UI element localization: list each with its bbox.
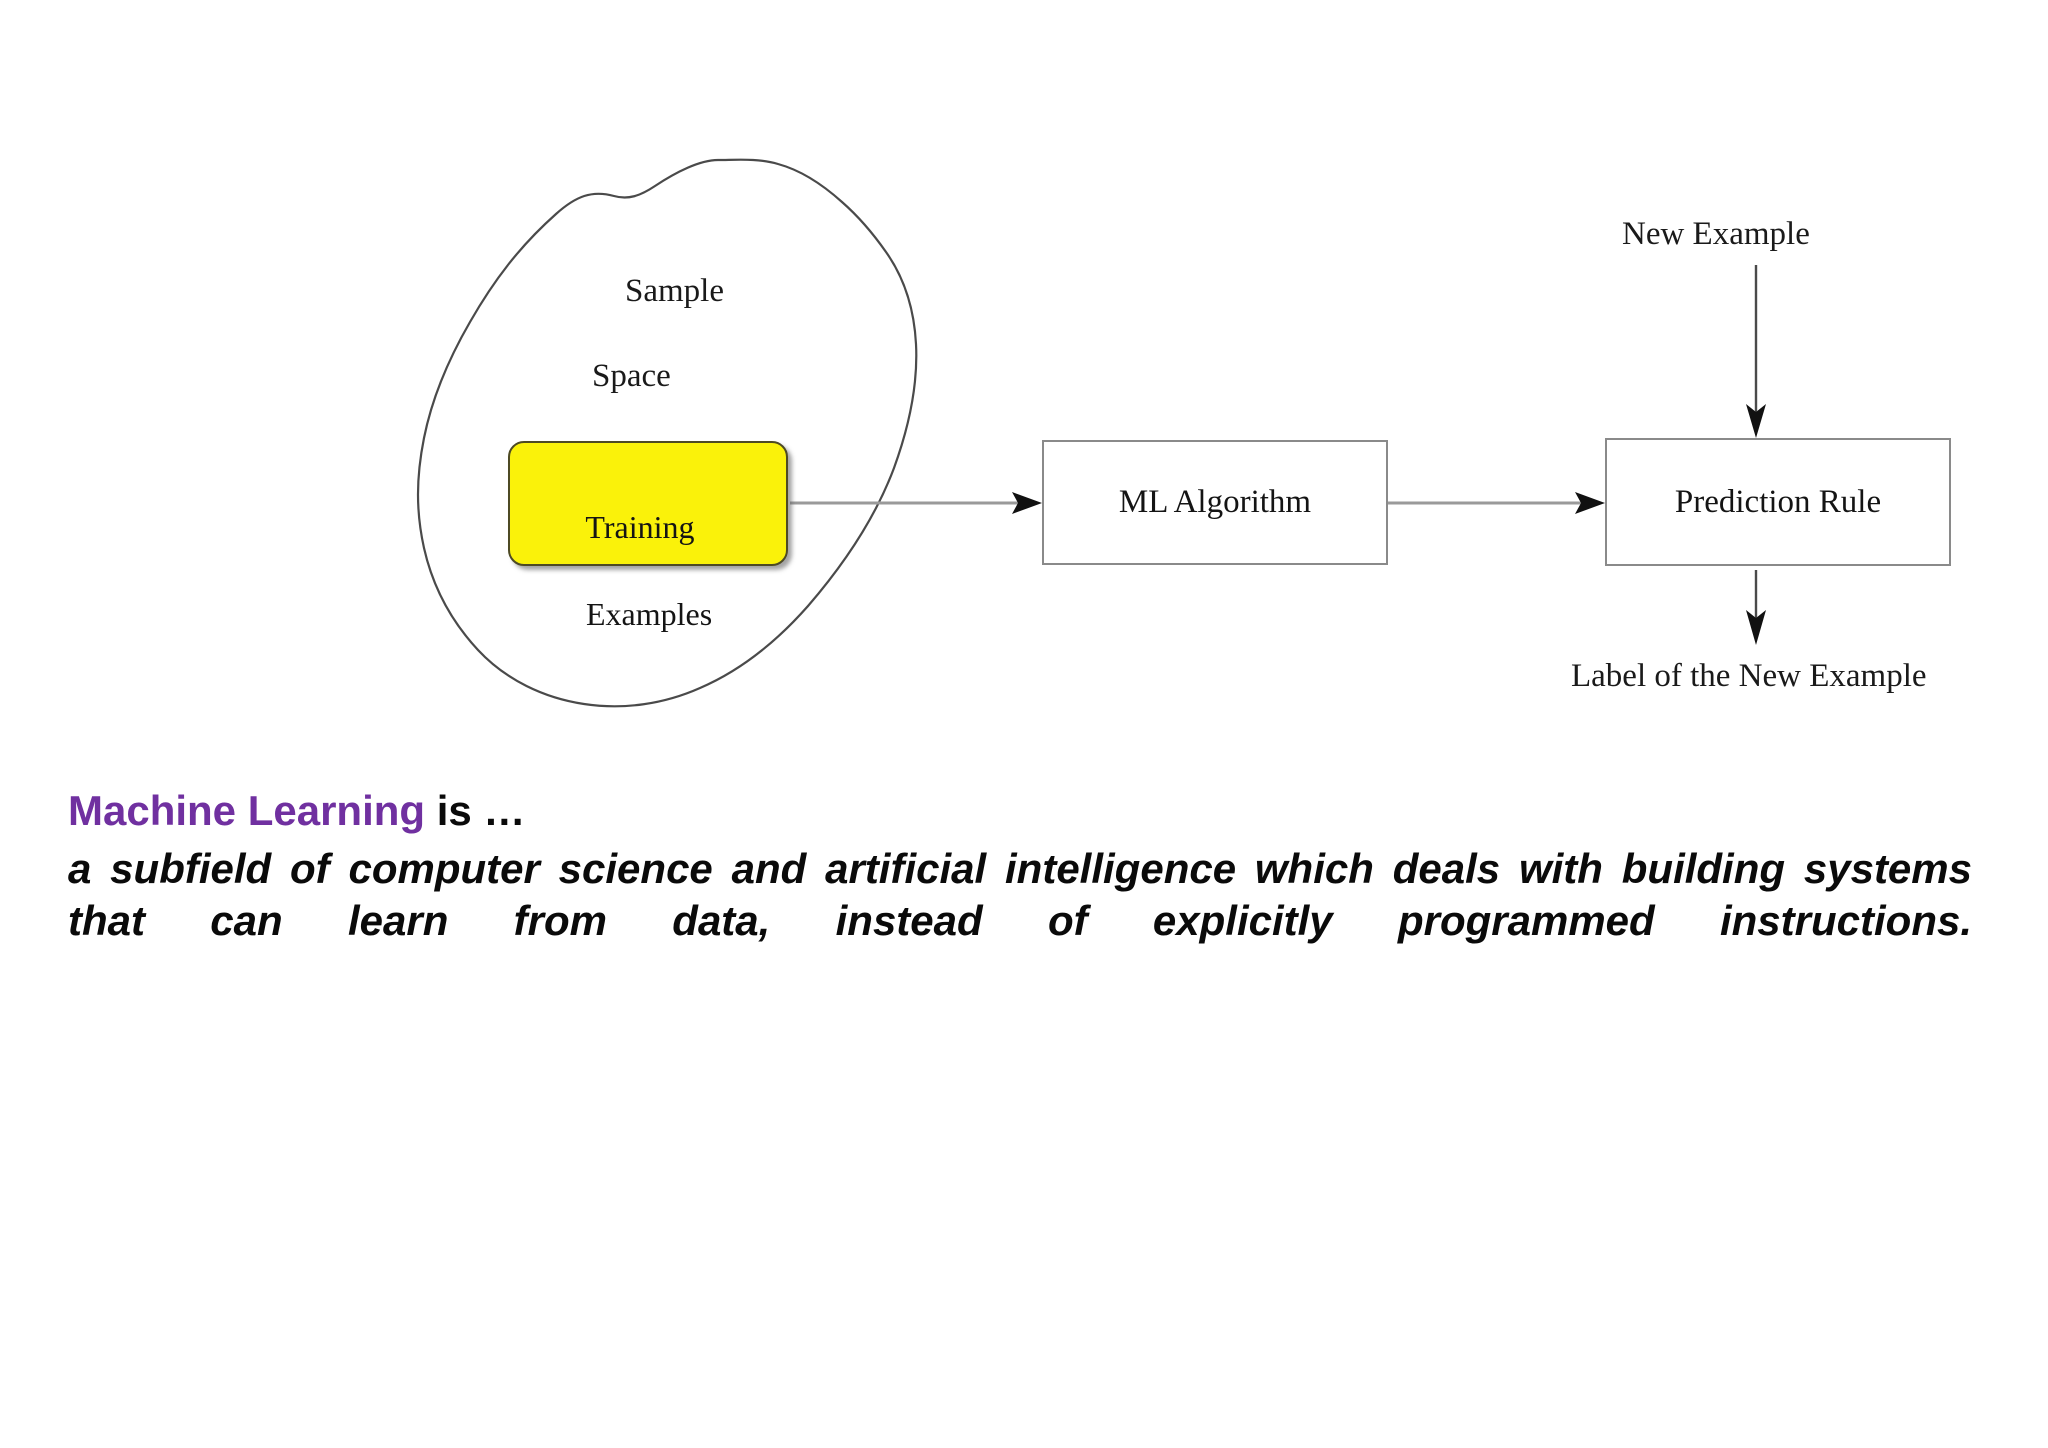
training-examples-label: Training Examples xyxy=(538,462,712,680)
machine-learning-heading: Machine Learning is … xyxy=(68,786,1988,836)
ml-algorithm-label: ML Algorithm xyxy=(1118,484,1312,520)
new-example-label: New Example xyxy=(1622,216,1810,252)
sample-space-blob-outline xyxy=(416,158,918,708)
machine-learning-definition: a subfield of computer science and artif… xyxy=(68,844,1972,944)
prediction-rule-node[interactable]: Prediction Rule xyxy=(1605,438,1951,566)
arrow-algorithm-to-prediction xyxy=(1388,492,1605,514)
sample-space-line2: Space xyxy=(592,357,671,394)
training-examples-line1: Training xyxy=(585,508,695,545)
output-label: Label of the New Example xyxy=(1571,658,1927,694)
heading-rest-text: is … xyxy=(425,787,526,834)
ml-algorithm-node[interactable]: ML Algorithm xyxy=(1042,440,1388,565)
definition-text-block: Machine Learning is … a subfield of comp… xyxy=(68,786,1988,999)
diagram-vector-layer xyxy=(416,158,1766,708)
sample-space-label: Sample Space xyxy=(592,228,724,481)
training-examples-node[interactable]: Training Examples xyxy=(508,441,788,632)
ml-pipeline-diagram: Sample Space Training Examples ML Algori… xyxy=(416,158,1951,708)
arrow-training-to-algorithm xyxy=(790,492,1042,514)
prediction-rule-label: Prediction Rule xyxy=(1674,483,1882,520)
sample-space-line1: Sample xyxy=(625,273,724,310)
arrow-new-example-to-prediction xyxy=(1746,265,1766,438)
heading-accent-text: Machine Learning xyxy=(68,787,426,834)
arrow-prediction-to-label xyxy=(1746,570,1766,645)
training-examples-line2: Examples xyxy=(586,595,713,632)
